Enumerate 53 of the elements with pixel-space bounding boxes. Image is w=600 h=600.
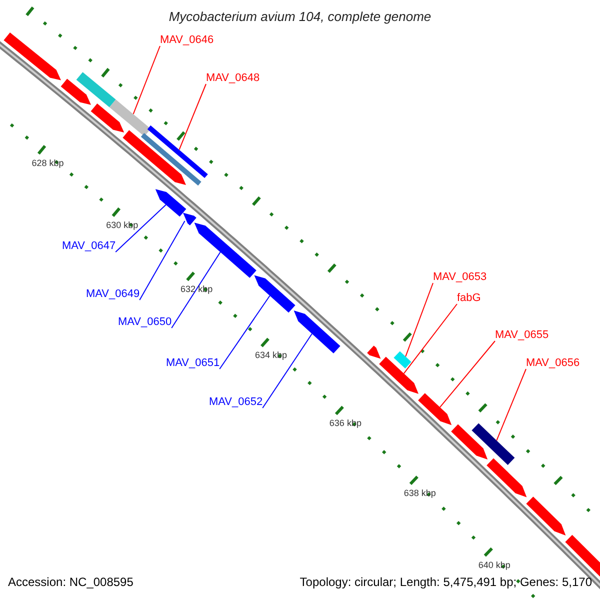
gene-feature	[451, 424, 488, 460]
gene-feature	[367, 346, 381, 359]
gene-label: MAV_0647	[62, 241, 116, 252]
leader-line	[405, 282, 434, 358]
gene-label: MAV_0655	[495, 330, 549, 341]
gene-feature	[486, 458, 527, 498]
gene-block	[147, 125, 208, 178]
tick-label: 638 kbp	[404, 489, 436, 498]
leader-line	[439, 340, 496, 408]
tick-label: 636 kbp	[329, 419, 362, 428]
gene-label: fabG	[457, 293, 481, 304]
gene-feature	[90, 104, 124, 132]
gene-block	[140, 133, 202, 186]
leader-line	[219, 295, 270, 370]
gene-label: MAV_0656	[526, 358, 580, 369]
leader-line	[403, 304, 458, 374]
gene-label: MAV_0649	[86, 289, 140, 300]
leader-line	[178, 84, 206, 150]
gene-block	[76, 72, 116, 108]
map-title: Mycobacterium avium 104, complete genome	[168, 10, 432, 23]
leader-line	[262, 333, 312, 408]
leader-line	[139, 220, 186, 300]
gene-feature	[4, 32, 61, 80]
leader-line	[115, 204, 166, 252]
gene-block	[472, 423, 515, 465]
gene-feature	[155, 189, 186, 217]
gene-label: MAV_0651	[166, 358, 220, 369]
gene-feature	[194, 222, 256, 278]
gene-block	[394, 351, 412, 368]
leader-line	[496, 368, 526, 441]
tick-label: 630 kbp	[106, 221, 138, 230]
tick-label: 632 kbp	[180, 285, 213, 294]
gene-label: MAV_0652	[209, 397, 263, 408]
gene-feature	[254, 275, 296, 313]
tick-label: 634 kbp	[254, 351, 287, 360]
gene-feature	[418, 393, 452, 426]
gene-feature	[526, 496, 566, 536]
tick-label: 628 kbp	[32, 158, 64, 168]
leader-line	[132, 46, 160, 115]
gene-feature	[294, 310, 340, 354]
gene-label: MAV_0646	[160, 35, 214, 46]
gene-label: MAV_0648	[206, 73, 260, 84]
gene-feature	[60, 78, 91, 105]
tick-label: 640 kbp	[478, 561, 510, 570]
gene-feature	[122, 130, 186, 185]
accession-text: Accession: NC_008595	[8, 576, 134, 588]
gene-block	[109, 100, 151, 136]
genome-summary-text: Topology: circular; Length: 5,475,491 bp; Genes: 5,170	[300, 576, 592, 588]
leader-line	[171, 252, 221, 328]
gene-feature	[379, 356, 418, 394]
gene-label: MAV_0653	[433, 272, 487, 283]
gene-feature	[183, 212, 196, 226]
gene-label: MAV_0650	[118, 317, 172, 328]
